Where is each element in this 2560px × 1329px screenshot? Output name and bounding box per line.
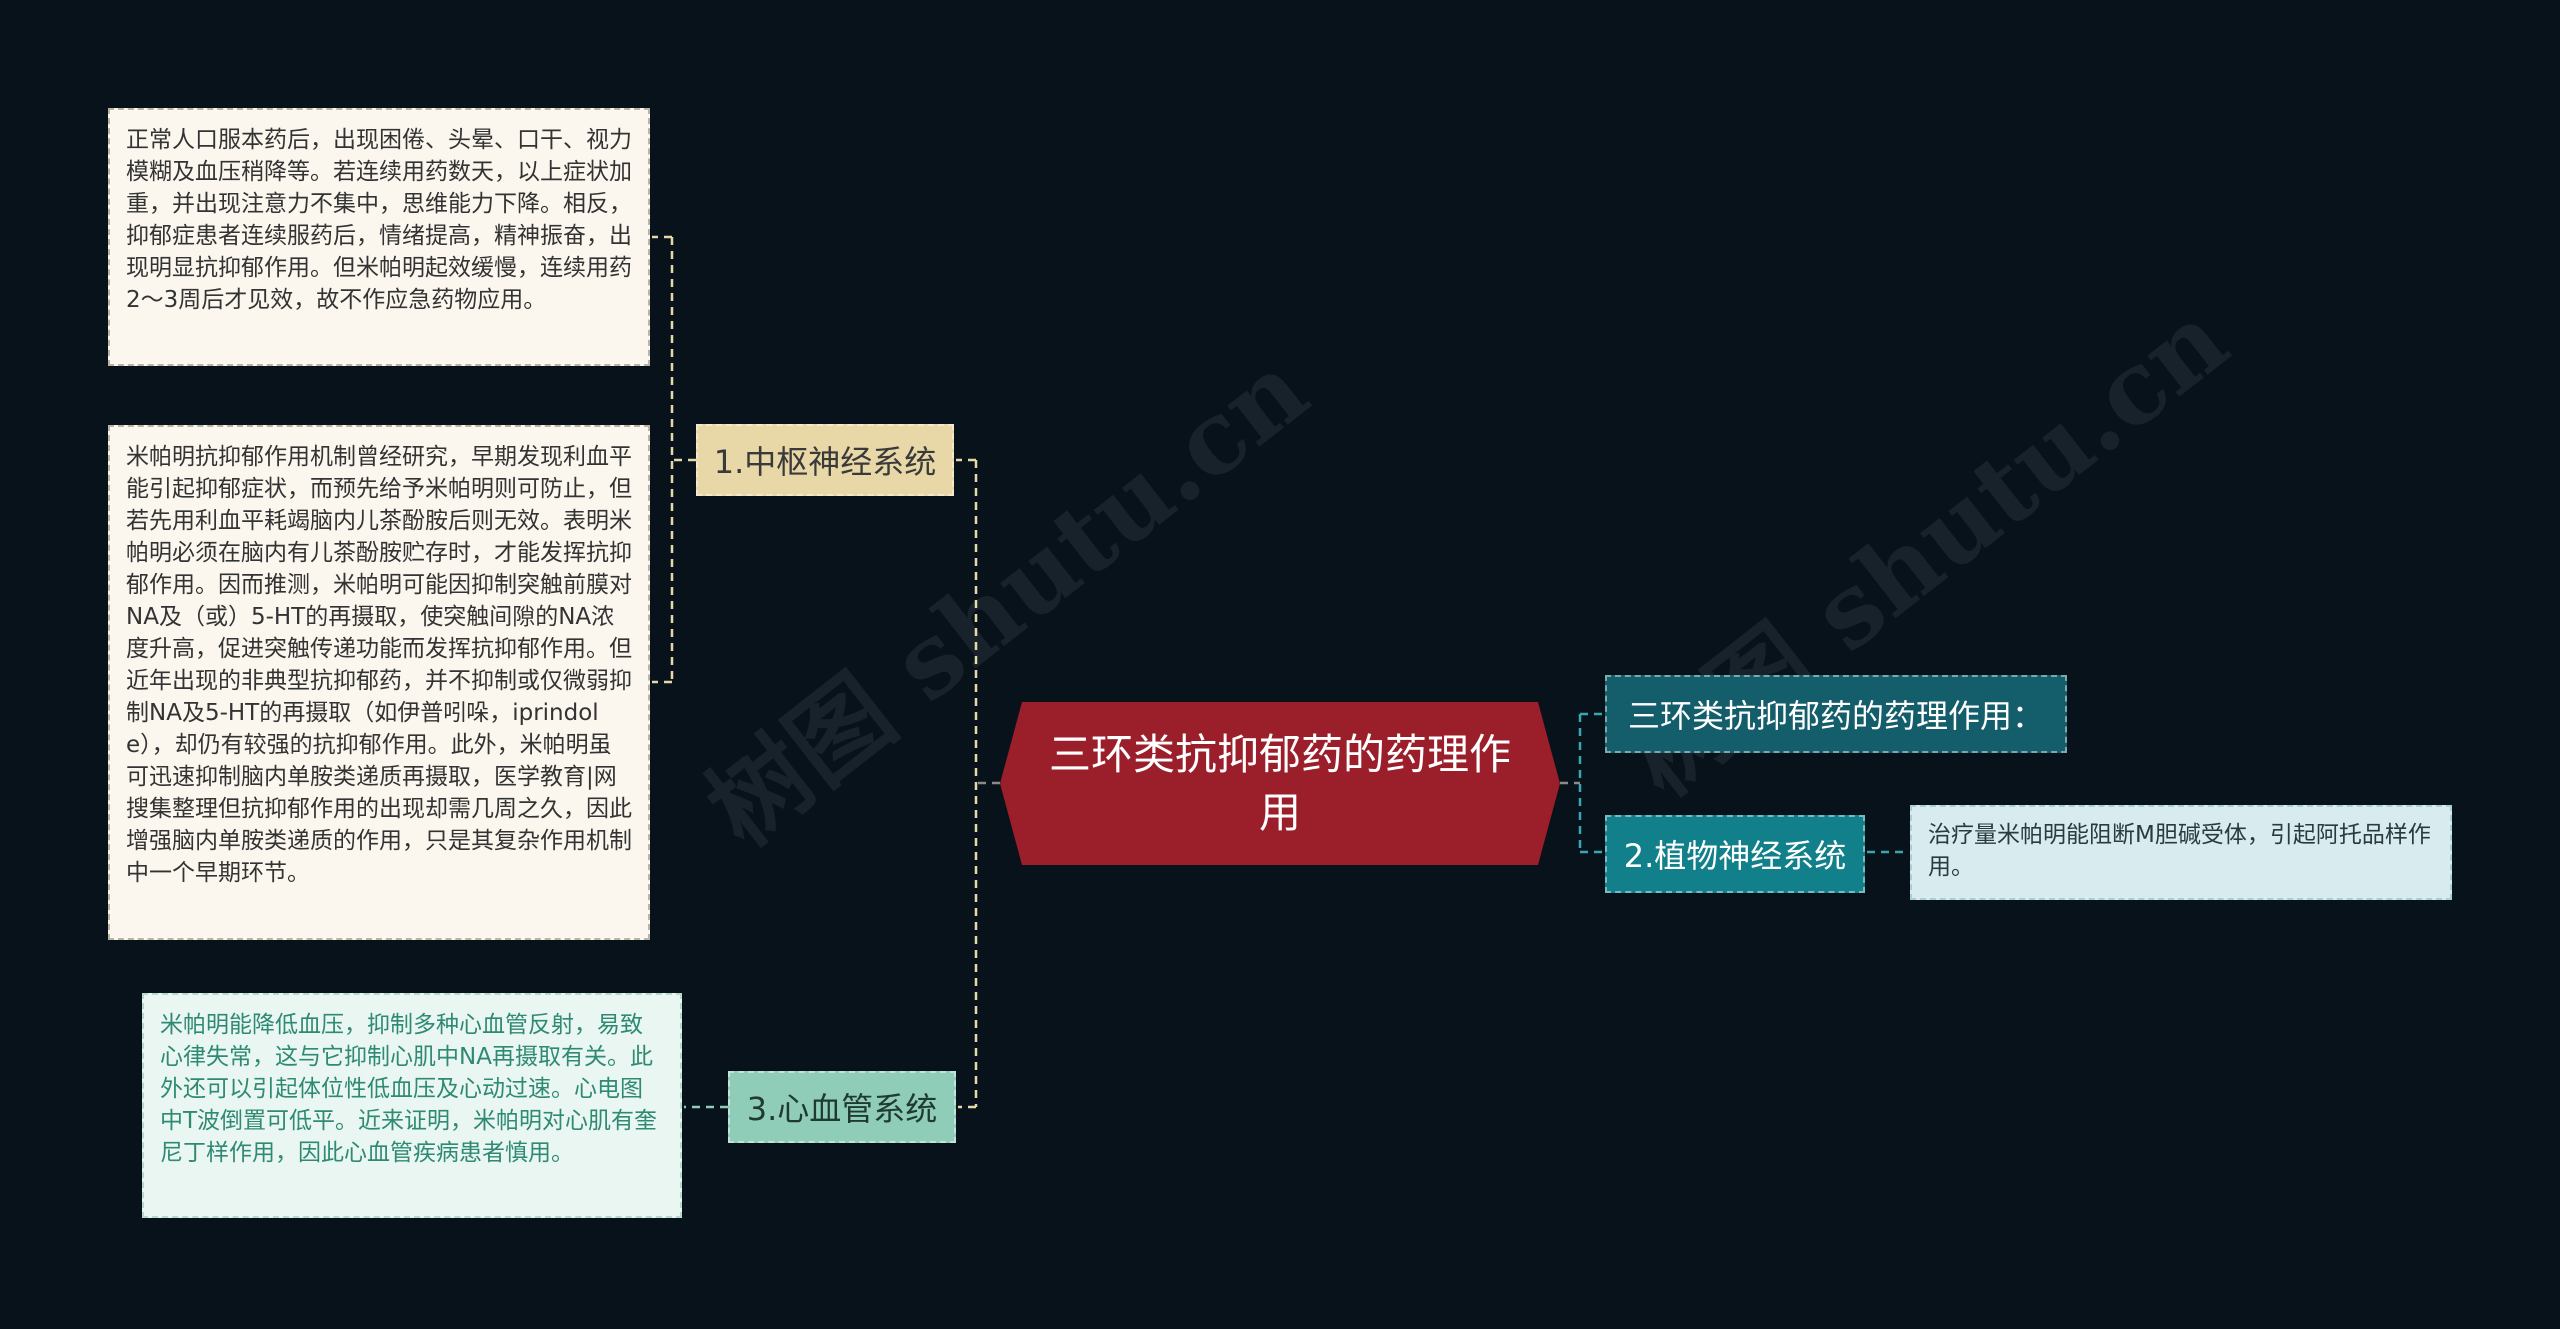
branch-cvs[interactable]: 3.心血管系统 [728, 1071, 956, 1143]
branch-intro-label: 三环类抗抑郁药的药理作用： [1627, 697, 2044, 735]
branch-cns-label: 1.中枢神经系统 [713, 443, 937, 481]
note-cns-mechanism[interactable]: 米帕明抗抑郁作用机制曾经研究，早期发现利血平能引起抑郁症状，而预先给予米帕明则可… [108, 425, 650, 940]
central-topic[interactable]: 三环类抗抑郁药的药理作用 [1000, 702, 1560, 865]
note-cns-effects[interactable]: 正常人口服本药后，出现困倦、头晕、口干、视力模糊及血压稍降等。若连续用药数天，以… [108, 108, 650, 366]
note-autonomic-effects[interactable]: 治疗量米帕明能阻断M胆碱受体，引起阿托品样作用。 [1910, 805, 2452, 900]
branch-intro[interactable]: 三环类抗抑郁药的药理作用： [1605, 675, 2067, 753]
branch-autonomic-label: 2.植物神经系统 [1623, 837, 1847, 875]
branch-autonomic[interactable]: 2.植物神经系统 [1605, 815, 1865, 893]
note-cvs-effects[interactable]: 米帕明能降低血压，抑制多种心血管反射，易致心律失常，这与它抑制心肌中NA再摄取有… [142, 993, 682, 1218]
branch-cvs-label: 3.心血管系统 [746, 1090, 938, 1128]
central-topic-label: 三环类抗抑郁药的药理作用 [1048, 729, 1511, 837]
branch-cns[interactable]: 1.中枢神经系统 [696, 424, 954, 496]
